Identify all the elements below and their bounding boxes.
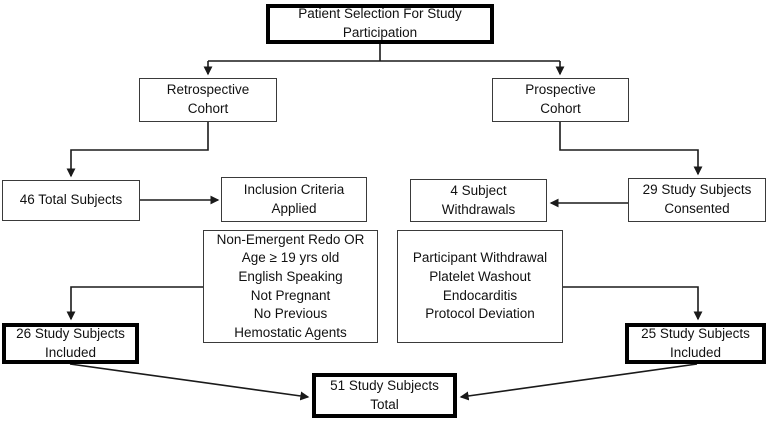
node-label-line: 46 Total Subjects bbox=[19, 192, 123, 208]
node-patient-selection: Patient Selection For Study Participatio… bbox=[266, 4, 494, 44]
connector-reasons-to-included25 bbox=[563, 286, 703, 321]
connector-top-split bbox=[208, 44, 560, 62]
node-label-line: Consented bbox=[664, 201, 730, 216]
criteria-item: English Speaking bbox=[238, 268, 343, 284]
reason-item: Platelet Washout bbox=[429, 268, 531, 284]
node-label-line: Withdrawals bbox=[441, 201, 516, 217]
criteria-item: Not Pregnant bbox=[250, 287, 331, 303]
node-label-line: 26 Study Subjects bbox=[16, 325, 125, 341]
node-label-line: 51 Study Subjects bbox=[330, 377, 439, 393]
node-study-subjects-consented-29: 29 Study Subjects Consented bbox=[628, 178, 766, 222]
reason-item: Endocarditis bbox=[442, 287, 518, 303]
node-total-subjects-46: 46 Total Subjects bbox=[2, 180, 140, 221]
node-inclusion-criteria-applied: Inclusion Criteria Applied bbox=[221, 177, 367, 222]
node-withdrawal-reasons-list: Participant Withdrawal Platelet Washout … bbox=[397, 230, 563, 343]
node-label-line: 4 Subject bbox=[450, 182, 507, 198]
criteria-item: Hemostatic Agents bbox=[234, 324, 347, 340]
connector-criteria-to-included26 bbox=[66, 286, 203, 321]
node-label-line: 25 Study Subjects bbox=[641, 325, 750, 341]
node-label-line: Cohort bbox=[540, 101, 581, 116]
node-label-line: Cohort bbox=[187, 101, 229, 116]
connector-pros-to-consented29 bbox=[559, 121, 703, 176]
criteria-item: Non-Emergent Redo OR bbox=[216, 231, 365, 247]
node-pros-included-25: 25 Study Subjects Included bbox=[625, 323, 766, 364]
node-retro-included-26: 26 Study Subjects Included bbox=[2, 323, 139, 364]
node-label-line: Retrospective bbox=[166, 82, 250, 98]
node-label-line: Prospective bbox=[525, 82, 596, 98]
node-subject-withdrawals-4: 4 Subject Withdrawals bbox=[410, 179, 547, 222]
node-label-line: Applied bbox=[271, 200, 317, 216]
node-total-included-51: 51 Study Subjects Total bbox=[312, 373, 457, 418]
node-inclusion-criteria-list: Non-Emergent Redo OR Age ≥ 19 yrs old En… bbox=[203, 230, 378, 343]
node-label-line: 29 Study Subjects bbox=[642, 182, 752, 198]
reason-item: Protocol Deviation bbox=[425, 306, 535, 322]
connector-included26-to-total51 bbox=[69, 363, 310, 401]
criteria-item: Age ≥ 19 yrs old bbox=[241, 250, 340, 266]
node-label-line: Included bbox=[669, 344, 722, 360]
connector-included25-to-total51 bbox=[459, 363, 698, 401]
node-label-line: Participation bbox=[342, 25, 418, 40]
node-prospective-cohort: Prospective Cohort bbox=[492, 78, 629, 122]
criteria-item: No Previous bbox=[253, 306, 328, 322]
connector-retro-to-total46 bbox=[66, 121, 209, 178]
reason-item: Participant Withdrawal bbox=[412, 250, 548, 266]
node-label-line: Patient Selection For Study bbox=[298, 6, 462, 22]
node-label-line: Total bbox=[370, 396, 399, 412]
node-label-line: Inclusion Criteria bbox=[243, 181, 345, 197]
node-retrospective-cohort: Retrospective Cohort bbox=[139, 78, 277, 122]
node-label-line: Included bbox=[44, 344, 97, 360]
